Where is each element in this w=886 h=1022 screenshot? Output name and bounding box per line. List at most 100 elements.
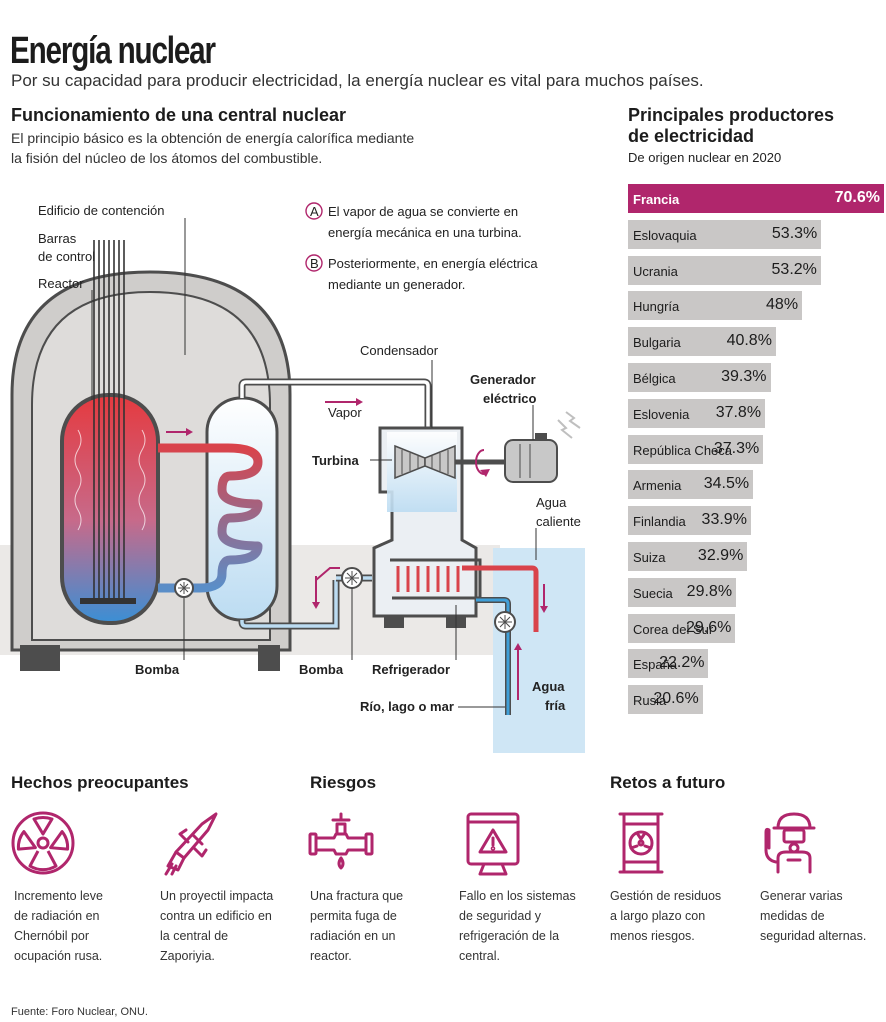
- label-cold-water: Agua: [532, 679, 565, 694]
- heat-exchanger-coil: [158, 443, 263, 593]
- text-line: de seguridad y: [459, 909, 542, 923]
- label-cooler: Refrigerador: [372, 662, 450, 677]
- page-title: Energía nuclear: [10, 30, 216, 72]
- text-line: Incremento leve: [14, 889, 103, 903]
- ranking-bar-label: Francia: [633, 192, 680, 207]
- ranking-bar-value: 34.5%: [703, 475, 750, 493]
- ranking-bar-label: Suiza: [633, 550, 666, 565]
- text-line: central.: [459, 949, 500, 963]
- label-hot-water: Agua: [536, 495, 567, 510]
- ranking-title-line: Principales productores: [628, 105, 835, 125]
- text-line: la central de: [160, 929, 229, 943]
- page-subtitle: Por su capacidad para producir electrici…: [11, 71, 704, 90]
- plant-description-line: la fisión del núcleo de los átomos del c…: [11, 150, 323, 166]
- label-condenser: Condensador: [360, 343, 439, 358]
- text-line: de radiación en: [14, 909, 100, 923]
- ranking-bar-value: 29.6%: [685, 618, 732, 636]
- ranking-subtitle: De origen nuclear en 2020: [628, 150, 782, 165]
- ranking-bar-value: 39.3%: [721, 368, 767, 385]
- turbine: [394, 444, 456, 480]
- label-generator: Generador: [470, 372, 536, 387]
- ranking-bar-value: 70.6%: [834, 189, 880, 206]
- ranking-title: Principales productores de electricidad: [628, 105, 834, 147]
- text-line: refrigeración de la: [459, 929, 560, 943]
- ranking-bar-value: 37.3%: [713, 439, 760, 457]
- text-line: Un proyectil impacta: [160, 889, 274, 903]
- radiation-icon: [11, 811, 75, 875]
- plant-description-line: El principio básico es la obtención de e…: [11, 130, 415, 146]
- ranking-bar: Eslovaquia 53.3%: [628, 219, 822, 249]
- note-b-line: Posteriormente, en energía eléctrica: [328, 256, 538, 271]
- text-line: permita fuga de: [310, 909, 397, 923]
- ranking-bar-label: Hungría: [633, 299, 680, 315]
- note-b-letter: B: [310, 256, 319, 271]
- risks-heading: Riesgos: [310, 773, 377, 792]
- ranking-bar-value: 40.8%: [726, 332, 772, 350]
- label-steam: Vapor: [328, 405, 362, 420]
- leaking-pipe-icon: [308, 812, 374, 870]
- ranking-bar-label: Rusia: [633, 693, 667, 709]
- ranking-bar-value: 32.9%: [697, 547, 744, 564]
- note-a-line: energía mecánica en una turbina.: [328, 225, 522, 240]
- ranking-bar-label: Eslovaquia: [633, 227, 697, 243]
- text-line: Generar varias: [760, 889, 843, 903]
- note-b-line: mediante un generador.: [328, 277, 465, 292]
- label-cold-water: fría: [545, 698, 566, 713]
- label-hot-water: caliente: [536, 514, 581, 529]
- ranking-bar-value: 20.6%: [653, 690, 699, 708]
- ranking-bar-label: República Checa: [633, 442, 733, 458]
- plant-description: El principio básico es la obtención de e…: [11, 128, 414, 168]
- ranking-title-line: de electricidad: [628, 126, 755, 146]
- label-reactor: Reactor: [38, 276, 84, 291]
- note-a-letter: A: [310, 204, 319, 219]
- ranking-bar: Suiza 32.9%: [628, 542, 748, 571]
- future-text-1: Gestión de residuos a largo plazo con me…: [610, 886, 721, 946]
- text-line: seguridad alternas.: [760, 929, 867, 943]
- reactor-vessel: [60, 393, 160, 625]
- text-line: Zaporiyia.: [160, 949, 215, 963]
- text-line: a largo plazo con: [610, 909, 706, 923]
- facts-heading: Hechos preocupantes: [11, 773, 189, 792]
- future-heading: Retos a futuro: [610, 773, 726, 792]
- text-line: Fallo en los sistemas: [459, 889, 576, 903]
- text-line: radiación en un: [310, 929, 396, 943]
- text-line: contra un edificio en: [160, 909, 272, 923]
- hot-water-pipe: [462, 565, 539, 632]
- radioactive-barrel-icon: [618, 812, 664, 874]
- ranking-bar-value: 53.3%: [771, 224, 818, 242]
- ranking-bar-label: Bélgica: [633, 371, 676, 386]
- electric-generator: [504, 439, 558, 483]
- ranking-bar-label: Suecia: [633, 585, 673, 601]
- missile-icon: [164, 812, 218, 876]
- ranking-bar-label: Finlandia: [633, 514, 686, 530]
- source-note: Fuente: Foro Nuclear, ONU.: [11, 1006, 148, 1018]
- text-line: reactor.: [310, 949, 352, 963]
- future-text-2: Generar varias medidas de seguridad alte…: [760, 886, 866, 946]
- system-warning-icon: [466, 812, 520, 876]
- text-line: Una fractura que: [310, 889, 404, 903]
- ranking-bar-value: 53.2%: [771, 260, 817, 278]
- plant-heading: Funcionamiento de una central nuclear: [11, 105, 347, 125]
- risk-text-1: Una fractura que permita fuga de radiaci…: [310, 886, 403, 966]
- risk-text-2: Fallo en los sistemas de seguridad y ref…: [459, 886, 576, 966]
- label-containment: Edificio de contención: [38, 203, 164, 218]
- fact-text-1: Incremento leve de radiación en Chernóbi…: [14, 886, 103, 966]
- ranking-bar-value: 29.8%: [686, 582, 733, 600]
- ranking-bar: Francia 70.6%: [628, 184, 884, 213]
- label-generator: eléctrico: [483, 391, 537, 406]
- ranking-bar-label: Bulgaria: [633, 335, 681, 351]
- text-line: Gestión de residuos: [610, 889, 722, 903]
- text-line: medidas de: [760, 909, 825, 923]
- text-line: menos riesgos.: [610, 929, 695, 943]
- label-pump: Bomba: [135, 662, 180, 677]
- ranking-bar-label: Corea del Sur: [633, 621, 714, 637]
- protected-worker-icon: [764, 812, 816, 874]
- ranking-bar: Bulgaria 40.8%: [628, 327, 776, 357]
